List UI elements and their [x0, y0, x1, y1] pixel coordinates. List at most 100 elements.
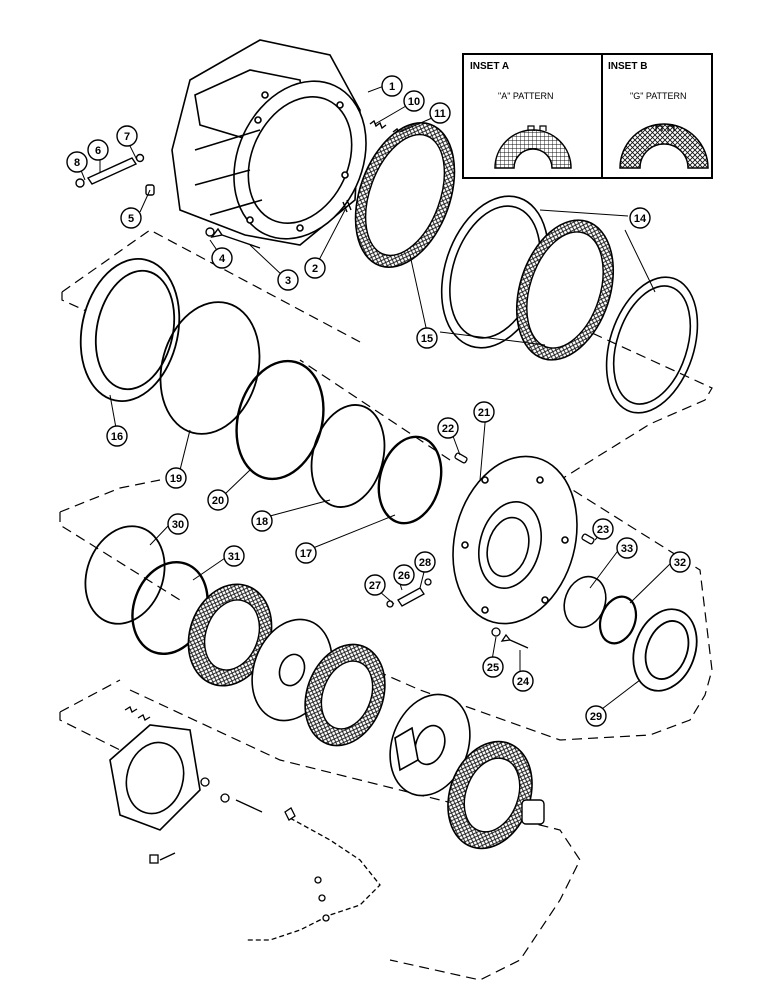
callout-number: 16: [111, 431, 123, 443]
shaft-6: [86, 157, 138, 185]
callout-number: 17: [300, 548, 312, 560]
callout-29: 29: [585, 705, 607, 727]
callout-32: 32: [669, 551, 691, 573]
inset-a-frame: [462, 53, 603, 179]
callout-number: 15: [421, 333, 433, 345]
callout-number: 10: [408, 96, 420, 108]
hub-disc: [389, 693, 471, 797]
callout-number: 23: [597, 524, 609, 536]
callout-number: 14: [634, 213, 647, 225]
separator-plate-14-lower: [605, 276, 699, 414]
bolt-3: [210, 227, 261, 249]
callout-circle: [473, 401, 495, 423]
brake-housing-21: [452, 455, 578, 625]
callout-number: 32: [674, 557, 686, 569]
inset-b-title: INSET B: [608, 61, 647, 72]
callout-circle: [165, 467, 187, 489]
callout-3: 3: [277, 269, 299, 291]
callout-number: 33: [621, 543, 633, 555]
clutch-housing: [171, 39, 367, 246]
callout-circle: [429, 102, 451, 124]
seal-ring-33: [563, 575, 607, 629]
friction-disc-lower: [447, 740, 533, 850]
callout-27: 27: [364, 574, 386, 596]
seal-ring-19: [159, 301, 261, 435]
dowel-22: [454, 452, 468, 464]
callout-circle: [381, 75, 403, 97]
callout-15: 15: [416, 327, 438, 349]
inset-b-g-pattern-segment: [619, 123, 709, 169]
callout-number: 28: [419, 557, 431, 569]
piston-29: [632, 608, 698, 692]
group-outlines: [59, 229, 713, 981]
washer-28: [424, 578, 432, 586]
callout-number: 29: [590, 711, 602, 723]
callout-circle: [251, 510, 273, 532]
callout-5: 5: [120, 207, 142, 229]
group-outline-middle: [59, 479, 713, 741]
callout-8: 8: [66, 151, 88, 173]
callout-circle: [167, 513, 189, 535]
callout-circle: [393, 564, 415, 586]
callout-17: 17: [295, 542, 317, 564]
callout-18: 18: [251, 510, 273, 532]
callout-2: 2: [304, 257, 326, 279]
callout-28: 28: [414, 551, 436, 573]
callout-circle: [116, 125, 138, 147]
callout-circle: [66, 151, 88, 173]
seal-ring-30: [84, 525, 166, 625]
callout-circle: [87, 139, 109, 161]
callout-circle: [437, 417, 459, 439]
friction-disc-15-lower: [515, 219, 615, 361]
callout-number: 26: [398, 570, 410, 582]
shaft-26: [397, 587, 425, 607]
callout-22: 22: [437, 417, 459, 439]
callout-circle: [304, 257, 326, 279]
inset-b: INSET B "G" PATTERN: [601, 53, 713, 179]
callout-10: 10: [403, 90, 425, 112]
callout-14: 14: [629, 207, 651, 229]
callout-number: 27: [369, 580, 381, 592]
callout-number: 30: [172, 519, 184, 531]
friction-disc-middle: [187, 583, 273, 687]
bolt-24: [500, 633, 529, 649]
callout-number: 5: [128, 213, 134, 225]
callout-number: 22: [442, 423, 454, 435]
callout-16: 16: [106, 425, 128, 447]
spring-10: [369, 119, 387, 130]
inset-a-subtitle: "A" PATTERN: [498, 91, 554, 101]
callout-19: 19: [165, 467, 187, 489]
small-hardware-upper: [75, 119, 410, 249]
callout-number: 20: [212, 495, 224, 507]
callout-25: 25: [482, 656, 504, 678]
callout-circle: [669, 551, 691, 573]
callout-21: 21: [473, 401, 495, 423]
inset-a: INSET A "A" PATTERN: [462, 53, 603, 179]
washer-25: [491, 627, 501, 637]
seal-ring-18: [310, 404, 386, 508]
callout-circle: [592, 518, 614, 540]
callout-30: 30: [167, 513, 189, 535]
callout-circle: [512, 670, 534, 692]
callout-24: 24: [512, 670, 534, 692]
callout-1: 1: [381, 75, 403, 97]
callout-number: 24: [517, 676, 530, 688]
callout-20: 20: [207, 489, 229, 511]
inset-a-title: INSET A: [470, 61, 509, 72]
callout-23: 23: [592, 518, 614, 540]
callout-circle: [403, 90, 425, 112]
spline-coupler: [521, 799, 545, 825]
pin-2: [342, 199, 352, 213]
callout-11: 11: [429, 102, 451, 124]
callout-number: 1: [389, 81, 395, 93]
callout-number: 31: [228, 551, 240, 563]
inset-a-a-pattern-segment: [494, 129, 572, 169]
seal-ring-20: [235, 359, 325, 481]
inset-b-frame: [601, 53, 713, 179]
callout-circle: [211, 247, 233, 269]
callout-number: 8: [74, 157, 80, 169]
callout-circle: [106, 425, 128, 447]
callout-31: 31: [223, 545, 245, 567]
bleed-line-fittings: [124, 706, 381, 941]
